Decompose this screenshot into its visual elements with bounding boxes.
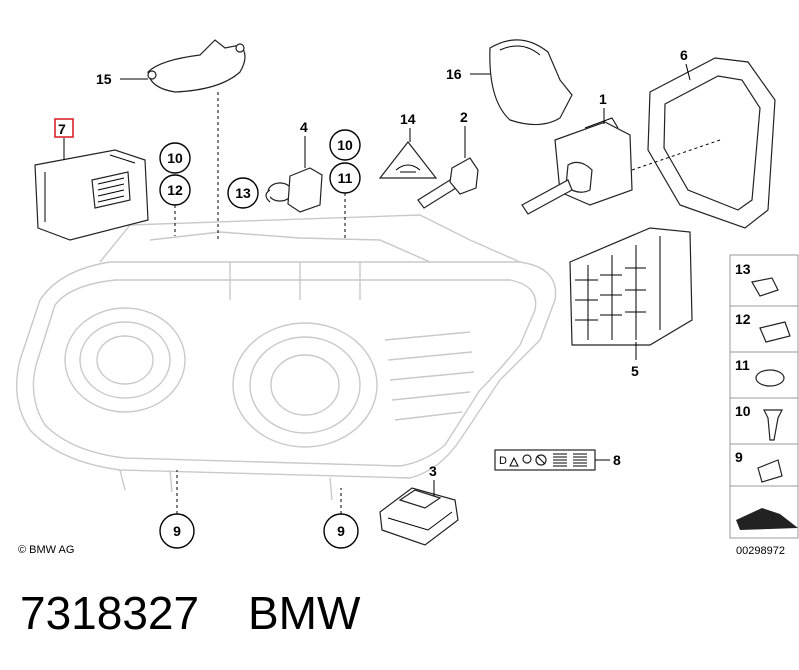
callout-8: 8 xyxy=(613,452,621,468)
fastener-legend: 13 12 11 10 9 00298972 xyxy=(729,254,799,557)
mounting-tool-icon xyxy=(736,508,798,530)
circle-label-9b: 9 xyxy=(337,523,345,539)
callout-2: 2 xyxy=(460,109,468,125)
svg-text:D: D xyxy=(499,455,507,467)
callout-5: 5 xyxy=(631,363,639,379)
screw-10-icon xyxy=(763,409,783,441)
circle-label-9a: 9 xyxy=(173,523,181,539)
callout-1: 1 xyxy=(599,91,607,107)
circled-references: 10 12 13 10 11 9 9 xyxy=(159,129,361,549)
part-caption: 7318327 BMW xyxy=(20,580,780,660)
legend-10-label: 10 xyxy=(735,403,751,419)
nut-9-icon xyxy=(757,459,783,483)
part-5-led-module: 5 xyxy=(569,227,693,379)
clip-13-icon xyxy=(751,277,779,297)
callout-4: 4 xyxy=(300,119,308,135)
legend-12-label: 12 xyxy=(735,311,751,327)
callout-3: 3 xyxy=(429,463,437,479)
diagram-number: 00298972 xyxy=(736,545,785,557)
circle-label-12: 12 xyxy=(167,182,183,198)
clip-12-icon xyxy=(759,321,791,343)
part-3-igniter: 3 xyxy=(379,463,459,546)
part-6-gasket: 6 xyxy=(631,47,776,229)
part-1-xenon-bulb: 1 xyxy=(521,91,633,215)
part-8-label-strip: D 8 xyxy=(494,449,621,471)
copyright: © BMW AG xyxy=(18,544,74,556)
part-16-cap: 16 xyxy=(446,39,573,126)
part-4-bulb: 4 xyxy=(265,119,323,213)
circle-label-11: 11 xyxy=(338,170,353,186)
circle-label-10b: 10 xyxy=(337,137,353,153)
washer-11-icon xyxy=(755,369,785,387)
callout-16: 16 xyxy=(446,66,462,82)
part-number: 7318327 xyxy=(20,587,200,639)
part-14-warning-label: 14 xyxy=(378,111,438,179)
circle-label-13: 13 xyxy=(235,185,251,201)
brand-name: BMW xyxy=(248,587,361,639)
legend-11-label: 11 xyxy=(735,357,750,373)
callout-14: 14 xyxy=(400,111,416,127)
legend-9-label: 9 xyxy=(735,449,743,465)
part-15-cover: 15 xyxy=(96,39,246,240)
circle-label-10: 10 xyxy=(167,150,183,166)
part-2-halogen-bulb: 2 xyxy=(417,109,479,209)
highlight-box xyxy=(54,118,74,138)
exploded-parts-diagram: 7 15 16 1 6 4 xyxy=(15,39,799,557)
callout-15: 15 xyxy=(96,71,112,87)
headlight-housing-outline xyxy=(15,214,557,501)
callout-6: 6 xyxy=(680,47,688,63)
part-7-control-unit: 7 xyxy=(34,118,149,241)
callout-7: 7 xyxy=(58,121,66,137)
legend-13-label: 13 xyxy=(735,261,751,277)
